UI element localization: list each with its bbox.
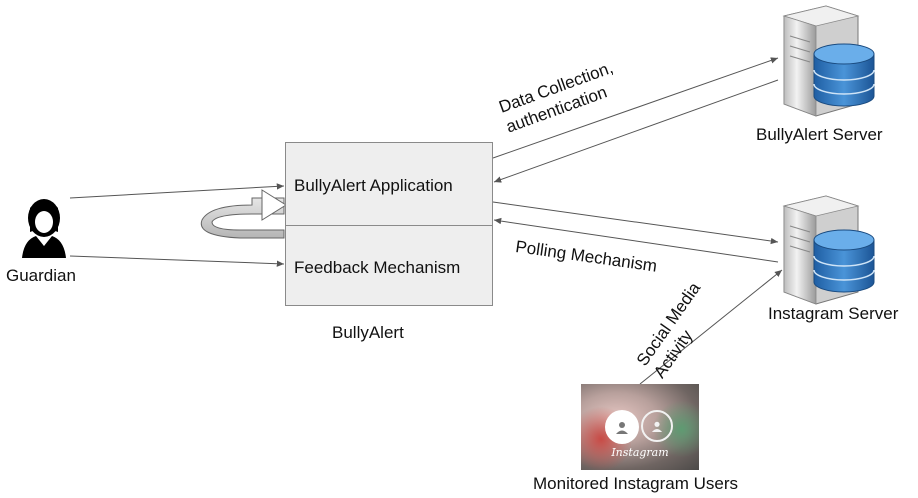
bullyalert-server-label: BullyAlert Server: [756, 125, 883, 144]
instagram-users-image: Instagram: [581, 384, 699, 470]
instagram-server-label: Instagram Server: [768, 304, 899, 323]
user-avatar-outline-icon: [641, 410, 673, 442]
bullyalert-app-box: BullyAlert Application Feedback Mechanis…: [285, 142, 493, 306]
server-arrows: [492, 57, 783, 385]
user-avatar-icon: [605, 410, 639, 444]
bullyalert-server-icon: [782, 5, 875, 117]
guardian-label: Guardian: [6, 266, 76, 285]
instagram-server-icon: [782, 195, 875, 305]
monitored-users-label: Monitored Instagram Users: [533, 474, 739, 493]
application-label: BullyAlert Application: [294, 176, 453, 195]
app-divider: [286, 225, 492, 226]
instagram-logo-text: Instagram: [611, 446, 669, 459]
guardian-arrows: [69, 183, 285, 267]
guardian-icon: [22, 199, 66, 258]
feedback-label: Feedback Mechanism: [294, 258, 461, 277]
app-caption: BullyAlert: [332, 323, 404, 342]
feedback-loop-icon: [200, 189, 287, 239]
